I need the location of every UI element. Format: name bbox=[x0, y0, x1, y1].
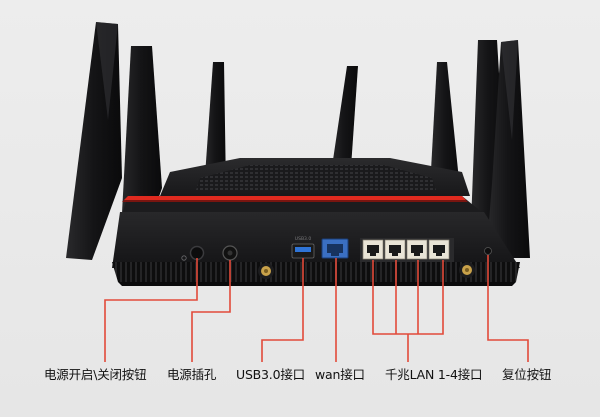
callout-wan-port: wan接口 bbox=[315, 367, 365, 382]
antenna-back-right bbox=[430, 62, 460, 190]
antenna-back-center bbox=[330, 66, 358, 182]
callout-lan-ports: 千兆LAN 1-4接口 bbox=[385, 367, 483, 382]
leader-line-reset bbox=[487, 255, 529, 362]
leader-line-power bbox=[104, 258, 198, 362]
leader-line-usb bbox=[261, 258, 304, 362]
router-rear-panel bbox=[112, 212, 520, 286]
callout-reset-button: 复位按钮 bbox=[502, 367, 552, 382]
accent-stripe bbox=[122, 196, 484, 214]
wan-port-icon bbox=[321, 238, 349, 259]
callout-power-switch: 电源开启\关闭按钮 bbox=[44, 367, 147, 382]
usb-port-icon: USB3.0 bbox=[291, 236, 315, 259]
leader-lines bbox=[104, 255, 529, 362]
dc-jack-icon bbox=[222, 245, 238, 261]
antenna-front-far-right bbox=[486, 40, 530, 258]
callout-power-jack: 电源插孔 bbox=[167, 367, 217, 382]
usb-port-mark: USB3.0 bbox=[295, 236, 312, 242]
lan-port-icon bbox=[360, 238, 454, 262]
antenna-connector-icon bbox=[459, 262, 475, 278]
leader-line-jack bbox=[191, 260, 231, 362]
reset-button-icon bbox=[484, 247, 492, 255]
antenna-back-left bbox=[204, 62, 226, 190]
router-top-grill bbox=[160, 158, 470, 196]
callout-usb-port: USB3.0接口 bbox=[236, 367, 305, 382]
antenna-front-far-left bbox=[66, 22, 122, 260]
antenna-connector-icon bbox=[258, 263, 274, 279]
